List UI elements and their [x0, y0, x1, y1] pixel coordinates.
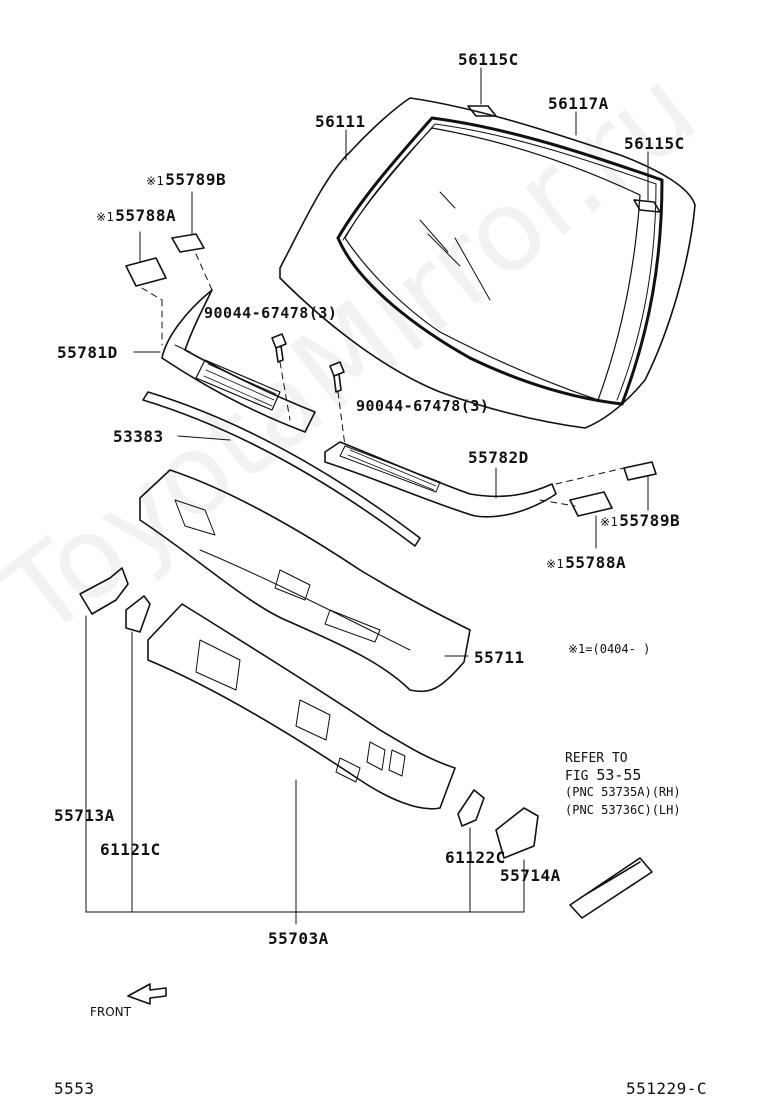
part-label-55714a[interactable]: 55714A — [500, 866, 561, 885]
bracket-61121c[interactable] — [125, 595, 151, 633]
part-label-61122c[interactable]: 61122C — [445, 848, 506, 867]
part-label-55711[interactable]: 55711 — [474, 648, 525, 667]
part-label-56117a[interactable]: 56117A — [548, 94, 609, 113]
clip-lower[interactable] — [329, 361, 345, 393]
clip-upper[interactable] — [271, 333, 287, 363]
part-label-90044-upper[interactable]: 90044-67478(3) — [204, 304, 338, 322]
refer-pnc-rh: (PNC 53735A)(RH) — [565, 785, 681, 799]
part-label-55788a-left[interactable]: ※155788A — [96, 206, 177, 225]
seal-55788a-left[interactable] — [125, 257, 167, 287]
part-label-55789b-left[interactable]: ※155789B — [146, 170, 227, 189]
fig-number[interactable]: 53-55 — [596, 766, 642, 784]
note-mark: ※1 — [146, 174, 165, 188]
refer-to-label: REFER TO — [565, 751, 628, 766]
part-label-56115c-right[interactable]: 56115C — [624, 134, 685, 153]
front-label: FRONT — [90, 1005, 131, 1019]
part-label-55788a-right[interactable]: ※155788A — [546, 553, 627, 572]
windshield-molding[interactable] — [336, 116, 664, 406]
seal-55789b-right[interactable] — [623, 461, 657, 481]
stopper-clip-right[interactable] — [633, 199, 661, 213]
cowl-louver-left[interactable] — [161, 289, 316, 433]
part-label-55703a[interactable]: 55703A — [268, 929, 329, 948]
cowl-panel[interactable] — [139, 469, 471, 693]
part-label-55789b-right[interactable]: ※155789B — [600, 511, 681, 530]
part-label-55782d[interactable]: 55782D — [468, 448, 529, 467]
bracket-55713a[interactable] — [79, 567, 129, 615]
part-label-61121c[interactable]: 61121C — [100, 840, 161, 859]
part-label-90044-lower[interactable]: 90044-67478(3) — [356, 397, 490, 415]
bracket-61122c[interactable] — [457, 789, 485, 827]
part-label-56115c-top[interactable]: 56115C — [458, 50, 519, 69]
footer-illustration-code: 551229-C — [626, 1079, 708, 1098]
note-mark: ※1 — [546, 557, 565, 571]
front-arrow-icon — [127, 983, 167, 1005]
stopper-clip-top[interactable] — [467, 105, 497, 117]
footer-page-number: 5553 — [54, 1079, 95, 1098]
leader-lines — [85, 67, 649, 925]
part-label-55781d[interactable]: 55781D — [57, 343, 118, 362]
seal-55789b-left[interactable] — [171, 233, 205, 253]
bracket-55714a[interactable] — [495, 807, 539, 859]
referenced-side-member — [569, 857, 653, 919]
hood-weatherstrip[interactable] — [142, 391, 421, 547]
part-label-53383[interactable]: 53383 — [113, 427, 164, 446]
refer-pnc-lh: (PNC 53736C)(LH) — [565, 803, 681, 817]
part-label-55713a[interactable]: 55713A — [54, 806, 115, 825]
footnote-range: ※1=(0404- ) — [568, 642, 651, 656]
note-mark: ※1 — [600, 515, 619, 529]
refer-fig: FIG 53-55 — [565, 766, 642, 784]
dash-panel[interactable] — [147, 603, 456, 810]
seal-55788a-right[interactable] — [569, 491, 613, 517]
part-label-56111[interactable]: 56111 — [315, 112, 366, 131]
note-mark: ※1 — [96, 210, 115, 224]
assembly-guide-lines — [141, 253, 625, 507]
cowl-louver-right[interactable] — [324, 441, 557, 518]
